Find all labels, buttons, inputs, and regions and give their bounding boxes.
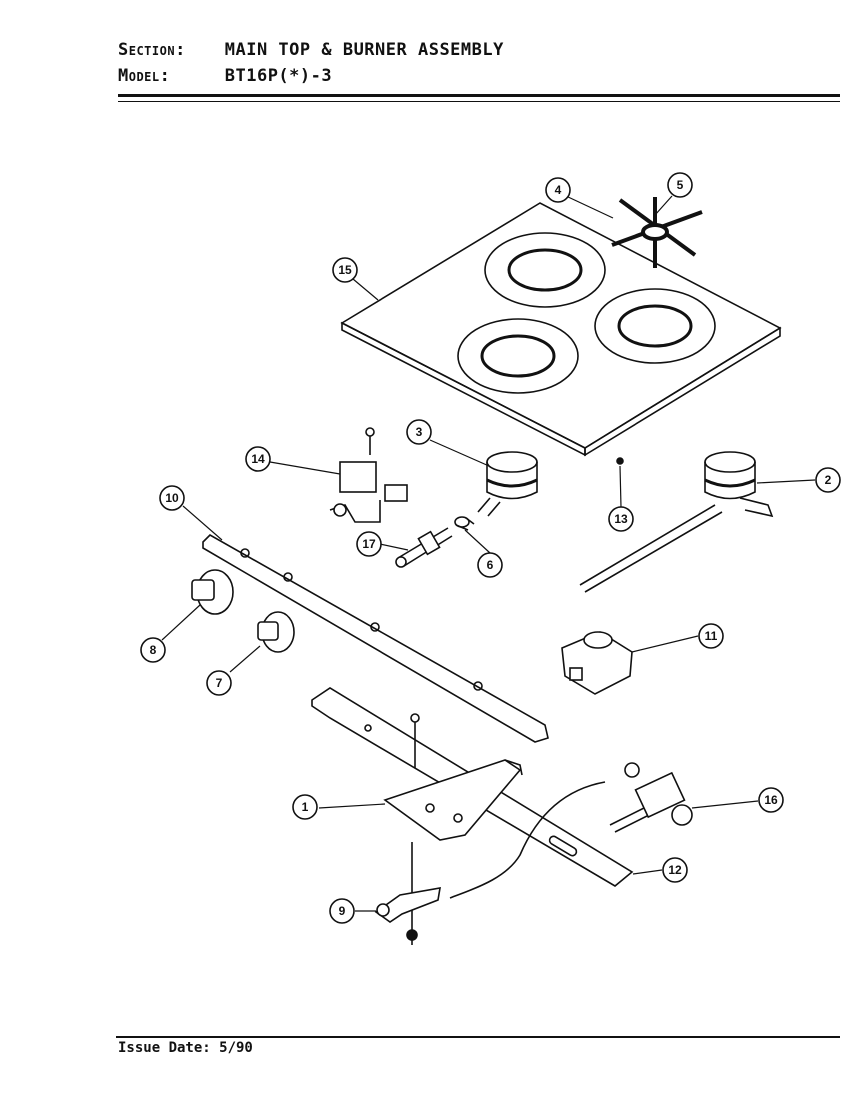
knob-7 <box>257 611 295 653</box>
mounting-bracket-1 <box>383 713 523 841</box>
leader-lines <box>161 195 816 912</box>
manifold-bracket-10 <box>202 534 549 743</box>
callout-17: 17 <box>362 537 376 551</box>
section-label: Section: <box>118 40 186 60</box>
section-title: MAIN TOP & BURNER ASSEMBLY <box>224 40 504 60</box>
burner-grate <box>611 197 703 268</box>
igniter-clip-9 <box>374 842 441 945</box>
callout-12: 12 <box>668 863 682 877</box>
main-top-panel <box>340 202 782 457</box>
callout-numbers: 4 5 15 3 2 14 17 6 13 10 8 7 11 1 16 12 … <box>150 178 832 918</box>
pressure-regulator-11 <box>561 631 633 695</box>
callout-7: 7 <box>216 676 223 690</box>
callout-1: 1 <box>302 800 309 814</box>
callout-3: 3 <box>416 425 423 439</box>
model-label: Model: <box>118 66 171 86</box>
callout-13: 13 <box>614 512 628 526</box>
callout-15: 15 <box>338 263 352 277</box>
section-line: Section: MAIN TOP & BURNER ASSEMBLY <box>118 40 504 60</box>
callout-10: 10 <box>165 491 179 505</box>
issue-date: Issue Date: 5/90 <box>118 1040 253 1056</box>
knob-8 <box>191 569 234 615</box>
callout-2: 2 <box>825 473 832 487</box>
model-number: BT16P(*)-3 <box>224 66 333 86</box>
model-line: Model: BT16P(*)-3 <box>118 66 332 86</box>
header-rule-thin <box>118 101 840 102</box>
callout-circles <box>140 172 841 924</box>
callout-11: 11 <box>705 629 718 643</box>
header-rule-thick <box>118 94 840 97</box>
callout-14: 14 <box>251 452 265 466</box>
callout-8: 8 <box>150 643 157 657</box>
ignition-switch-14 <box>329 427 408 523</box>
callout-6: 6 <box>487 558 494 572</box>
burner-3 <box>477 451 538 517</box>
orifice-hood-17 <box>395 527 453 568</box>
burner-2 <box>579 451 774 593</box>
valve-16 <box>449 762 693 899</box>
callout-5: 5 <box>677 178 684 192</box>
callout-4: 4 <box>555 183 562 197</box>
screw-13 <box>616 457 624 465</box>
callout-9: 9 <box>339 904 346 918</box>
orifice-spud-6 <box>454 516 475 531</box>
callout-16: 16 <box>764 793 778 807</box>
footer-rule <box>116 1036 840 1038</box>
